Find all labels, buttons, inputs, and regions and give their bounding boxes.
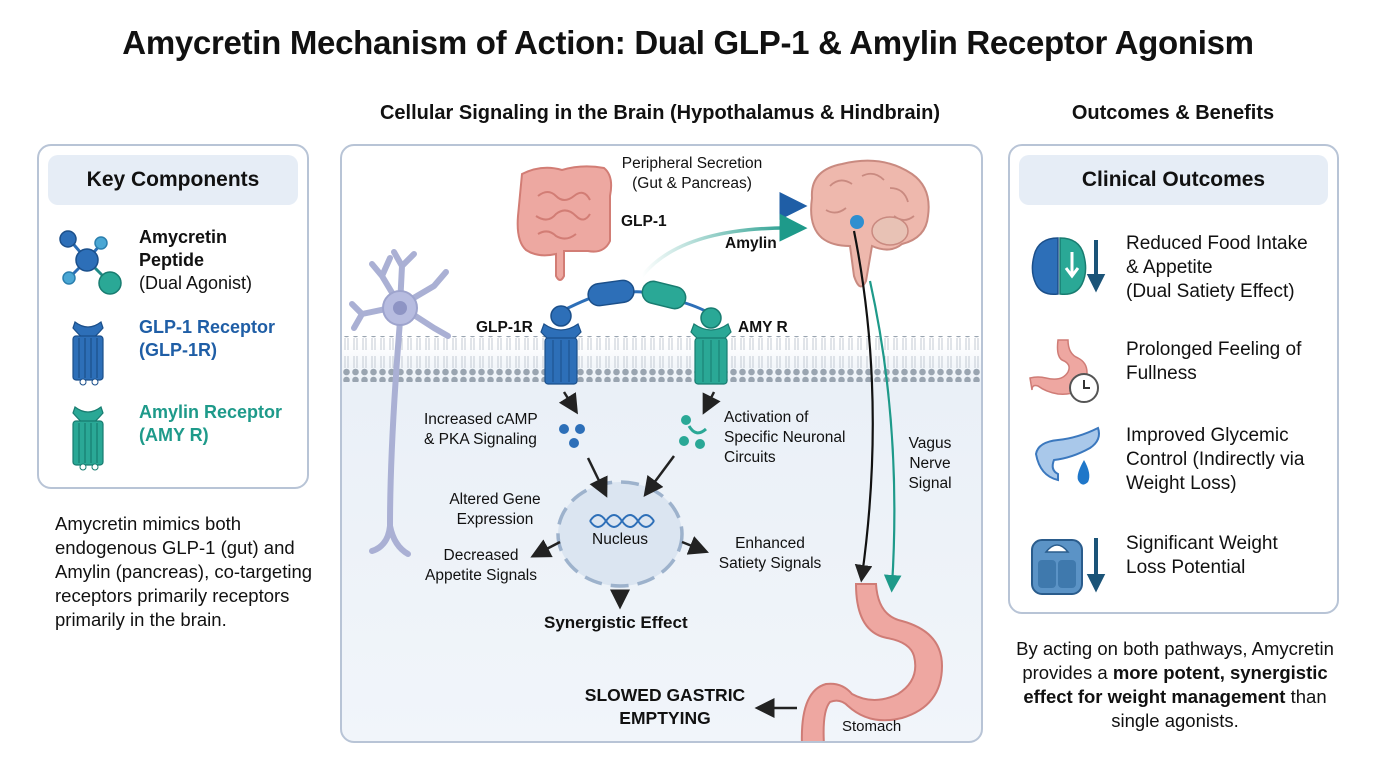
neuronal-circuit-icon	[679, 415, 708, 449]
clinical-outcomes-heading: Clinical Outcomes	[1019, 155, 1328, 205]
amylin-label: Amylin	[725, 235, 777, 252]
slowed-gastric-emptying-label: SLOWED GASTRIC EMPTYING	[584, 685, 746, 728]
glp1r-label: GLP-1R	[476, 319, 533, 336]
brain-icon	[810, 159, 930, 288]
camp-molecules-icon	[559, 424, 585, 448]
summary-text: By acting on both pathways, Amycretin pr…	[1016, 638, 1334, 731]
amylin-receptor-icon	[72, 406, 104, 471]
outcome-item: Improved Glycemic Control (Indirectly vi…	[1028, 424, 1304, 496]
amyr-label: AMY R	[738, 319, 788, 336]
amycretin-title: Amycretin	[139, 227, 228, 247]
glp1-receptor-icon	[72, 321, 104, 386]
secretion-label: Peripheral Secretion (Gut & Pancreas)	[621, 155, 763, 192]
outcome-item: Prolonged Feeling of Fullness	[1028, 338, 1301, 408]
amylin-receptor	[690, 323, 732, 385]
cell-membrane	[342, 336, 981, 382]
vagus-nerve-label: Vagus Nerve Signal	[908, 435, 952, 492]
key-item-amyr: Amylin Receptor (AMY R)	[53, 401, 282, 471]
center-section-heading: Cellular Signaling in the Brain (Hypotha…	[379, 102, 941, 124]
page-title: Amycretin Mechanism of Action: Dual GLP-…	[122, 24, 1254, 61]
nucleus-label: Nucleus	[592, 531, 648, 548]
mechanism-description: Amycretin mimics both endogenous GLP-1 (…	[55, 513, 313, 630]
synergistic-effect-label: Synergistic Effect	[544, 613, 688, 632]
amyr-subtitle: (AMY R)	[139, 425, 209, 445]
glp1-receptor	[540, 323, 582, 385]
amycretin-peptide-binding	[550, 279, 722, 329]
stomach-icon	[800, 583, 944, 741]
key-components-heading: Key Components	[48, 155, 298, 205]
neuronal-circuits-label: Activation of Specific Neuronal Circuits	[724, 409, 846, 466]
amycretin-subtitle: (Dual Agonist)	[139, 273, 253, 293]
amyr-title: Amylin Receptor	[139, 402, 283, 422]
key-components-panel: Key Components Amycretin Peptide (Dual A…	[37, 144, 309, 489]
glp1r-title: GLP-1 Receptor	[139, 317, 276, 337]
decreased-appetite-label: Decreased Appetite Signals	[424, 547, 538, 584]
amycretin-title2: Peptide	[139, 250, 205, 270]
signaling-diagram-svg	[342, 159, 981, 741]
molecule-icon	[59, 230, 122, 295]
outcome-item: Reduced Food Intake & Appetite (Dual Sat…	[1028, 232, 1308, 304]
glp1-label: GLP-1	[621, 213, 667, 230]
neural-signal-line	[852, 230, 874, 583]
signaling-diagram-panel: Peripheral Secretion (Gut & Pancreas) GL…	[340, 144, 983, 743]
enhanced-satiety-label: Enhanced Satiety Signals	[718, 535, 822, 572]
scale-down-icon	[1031, 538, 1106, 595]
brain-down-icon	[1031, 237, 1106, 296]
camp-label: Increased cAMP & PKA Signaling	[424, 411, 538, 448]
gene-expression-label: Altered Gene Expression	[449, 491, 541, 528]
pancreas-drop-icon	[1034, 426, 1100, 485]
stomach-clock-icon	[1029, 339, 1099, 403]
right-section-heading: Outcomes & Benefits	[1071, 102, 1275, 124]
glp1r-subtitle: (GLP-1R)	[139, 340, 217, 360]
clinical-outcomes-panel: Clinical Outcomes Reduced Food Intake & …	[1008, 144, 1339, 614]
amylin-secretion-arrow	[640, 213, 808, 278]
outcome-item: Significant Weight Loss Potential	[1028, 532, 1278, 602]
key-item-amycretin: Amycretin Peptide (Dual Agonist)	[53, 226, 252, 296]
intestine-icon	[516, 165, 613, 281]
nucleus-icon	[556, 480, 684, 588]
key-item-glp1r: GLP-1 Receptor (GLP-1R)	[53, 316, 275, 386]
neuron-icon	[349, 249, 451, 557]
vagus-nerve-line	[868, 280, 902, 593]
stomach-label: Stomach	[842, 718, 902, 735]
